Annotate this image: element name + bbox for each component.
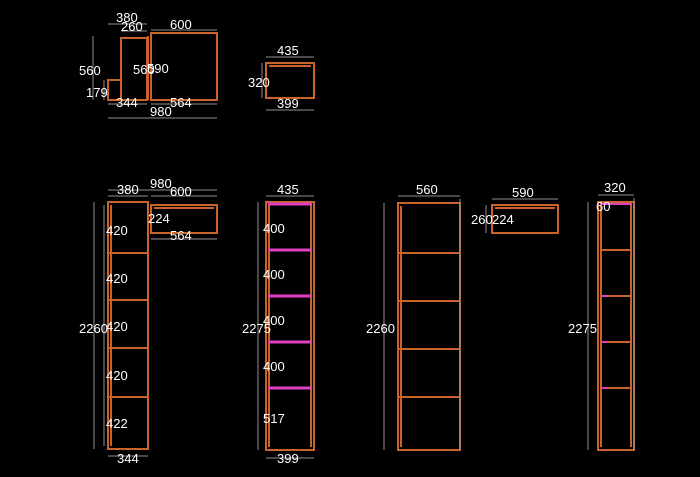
dim-560-c: 560 <box>416 182 438 197</box>
dim-2260-a: 2260 <box>79 321 108 336</box>
unit-a-dimlines <box>93 189 217 457</box>
shelf-label: 400 <box>263 267 285 282</box>
dim-260-d: 260 <box>471 212 493 227</box>
shelf-label: 420 <box>106 368 128 383</box>
dim-2275-b: 2275 <box>242 321 271 336</box>
dim-344-top: 344 <box>116 95 138 110</box>
unit-a-frame <box>107 201 149 450</box>
unit-d-dimlines <box>485 198 558 233</box>
unit-a-wall-cabinet <box>150 204 218 234</box>
shelf-label: 400 <box>263 221 285 236</box>
shelf-label: 420 <box>106 319 128 334</box>
shelf-label: 517 <box>263 411 285 426</box>
unit-b-frame <box>265 201 315 451</box>
dim-320-e: 320 <box>604 180 626 195</box>
dim-344-a: 344 <box>117 451 139 466</box>
dim-560-left: 560 <box>79 63 101 78</box>
shelf-label: 420 <box>106 223 128 238</box>
dim-399-b: 399 <box>277 451 299 466</box>
dim-590-d: 590 <box>512 185 534 200</box>
top-corner-dimlines <box>92 23 217 119</box>
corner-step <box>107 79 122 101</box>
dim-600-top: 600 <box>170 17 192 32</box>
dim-2260-c: 2260 <box>366 321 395 336</box>
dim-224-d: 224 <box>492 212 514 227</box>
dim-320-top: 320 <box>248 75 270 90</box>
corner-right-box <box>150 32 218 101</box>
unit-e-accent-marks <box>602 295 608 389</box>
dim-980-a: 980 <box>150 176 172 191</box>
dim-564-a: 564 <box>170 228 192 243</box>
dim-224-a: 224 <box>148 211 170 226</box>
unit-b-shelves <box>268 202 312 390</box>
small-box-dimlines <box>261 56 314 111</box>
dim-2275-e: 2275 <box>568 321 597 336</box>
unit-b-dimlines <box>257 195 314 459</box>
dim-590-mid: 590 <box>147 61 169 76</box>
dim-380-top: 380 <box>116 10 138 25</box>
unit-e-dimlines <box>587 194 635 450</box>
dim-60-e: 60 <box>596 199 610 214</box>
unit-c-dimlines <box>383 195 461 450</box>
shelf-label: 400 <box>263 313 285 328</box>
top-small-box <box>265 62 315 99</box>
dim-560-mid: 560 <box>133 62 155 77</box>
dim-435-b: 435 <box>277 182 299 197</box>
unit-c <box>397 202 461 451</box>
dim-980-top: 980 <box>150 104 172 119</box>
shelf-label: 420 <box>106 271 128 286</box>
small-box-frame <box>265 62 315 99</box>
dim-435-top: 435 <box>277 43 299 58</box>
top-corner-unit <box>107 32 218 101</box>
shelf-label: 400 <box>263 359 285 374</box>
unit-d-frame <box>491 204 559 234</box>
dim-179: 179 <box>86 85 108 100</box>
shelf-label: 422 <box>106 416 128 431</box>
unit-d <box>491 204 559 234</box>
unit-a <box>107 201 218 450</box>
dim-260-top: 260 <box>121 19 143 34</box>
dim-399-top: 399 <box>277 96 299 111</box>
dim-380-a: 380 <box>117 182 139 197</box>
unit-b <box>265 201 315 451</box>
dim-600-a: 600 <box>170 184 192 199</box>
dim-564-top: 564 <box>170 95 192 110</box>
